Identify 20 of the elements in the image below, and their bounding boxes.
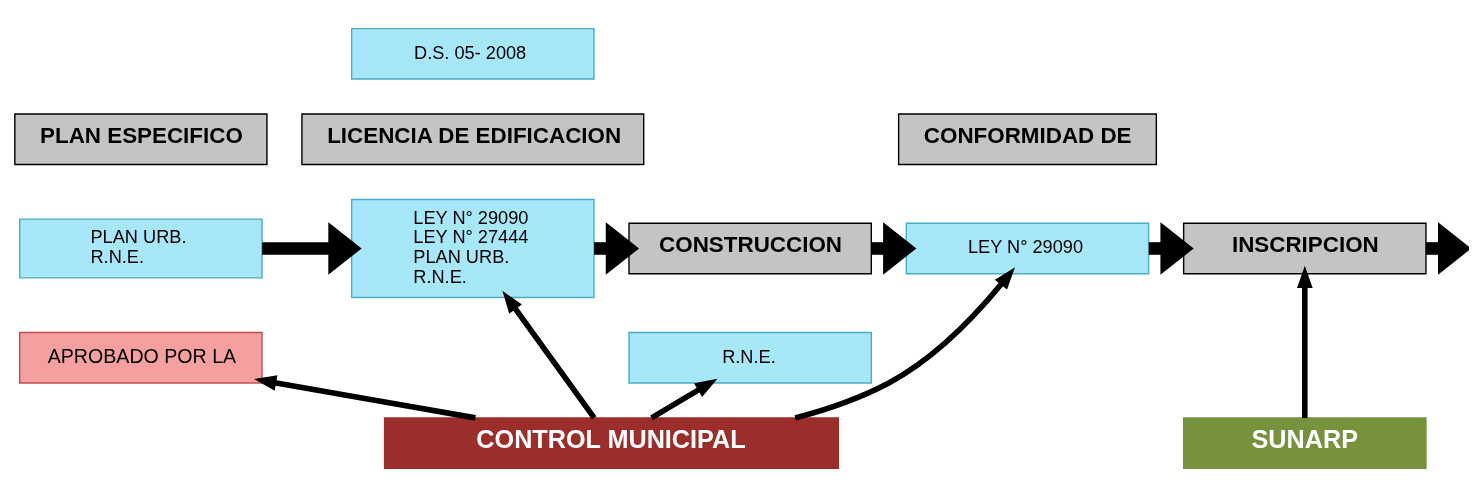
node-box: SUNARP <box>1182 417 1427 470</box>
node-box: APROBADO POR LA <box>19 331 263 384</box>
node-box: PLAN URB. R.N.E. <box>19 218 263 279</box>
node-box: PLAN ESPECIFICO <box>14 113 268 166</box>
node-box: CONTROL MUNICIPAL <box>383 417 840 470</box>
arrow <box>1296 265 1313 418</box>
arrow <box>253 375 476 421</box>
node-box: INSCRIPCION <box>1182 222 1427 275</box>
node-box: LEY N° 29090 LEY N° 27444 PLAN URB. R.N.E. <box>351 198 595 299</box>
node-box: LEY N° 29090 <box>905 222 1150 275</box>
arrow <box>502 290 597 420</box>
node-box: CONSTRUCCION <box>628 222 872 275</box>
arrow <box>650 378 718 421</box>
arrow <box>262 222 362 275</box>
arrow <box>794 267 1016 421</box>
node-box: LICENCIA DE EDIFICACION <box>301 113 645 166</box>
node-box: D.S. 05- 2008 <box>351 27 595 80</box>
node-box: CONFORMIDAD DE <box>897 113 1158 166</box>
node-box: R.N.E. <box>628 331 872 384</box>
arrow <box>1426 222 1469 275</box>
